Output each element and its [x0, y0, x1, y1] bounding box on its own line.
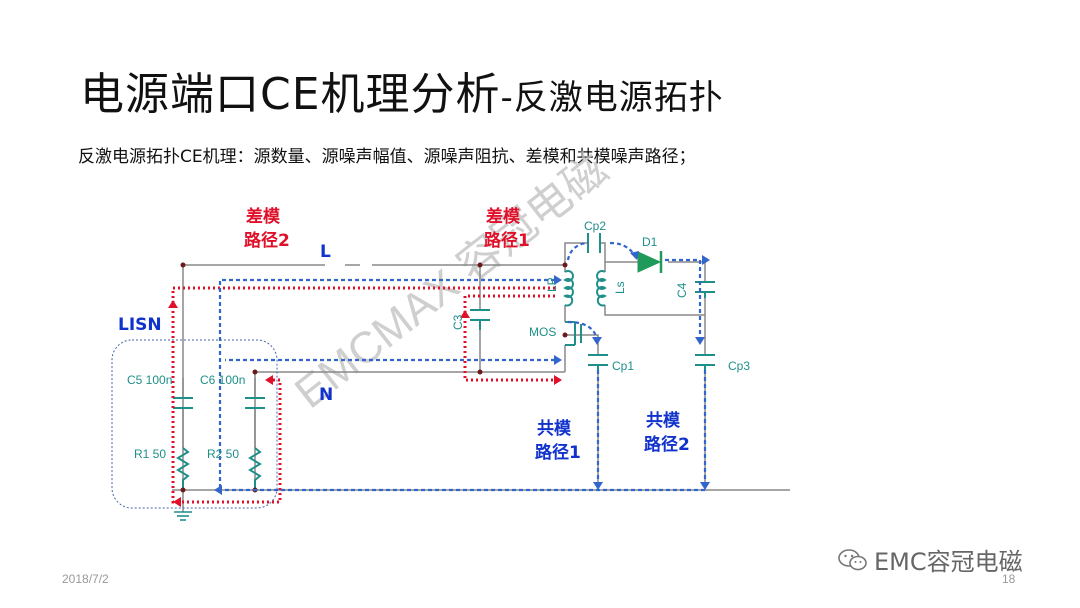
ground-icon: [174, 511, 192, 521]
dm-path2-label-bottom: 路径2: [244, 230, 290, 251]
dm-path1-label-top: 差模: [486, 206, 521, 227]
r2-label: R2 50: [207, 447, 239, 461]
brand-logo: EMC容冠电磁: [838, 542, 1023, 577]
slide-date: 2018/7/2: [62, 572, 109, 586]
d1-label: D1: [642, 235, 658, 249]
lp-label: LP: [545, 277, 559, 292]
dm-path1-label-bottom: 路径1: [484, 230, 530, 251]
page-number: 18: [1002, 572, 1016, 586]
mos-label: MOS: [529, 325, 556, 339]
cm-path1-label-top: 共模: [537, 418, 572, 439]
lisn-label: LISN: [118, 315, 162, 335]
components: [173, 233, 715, 490]
ls-label: Ls: [613, 281, 627, 294]
c3-label: C3: [451, 314, 465, 330]
title-separator: -: [500, 78, 514, 118]
cm-path1-label-bottom: 路径1: [535, 442, 581, 463]
cm-path2-label-top: 共模: [646, 410, 681, 431]
c4-label: C4: [675, 282, 689, 298]
diode-d1: [637, 251, 663, 273]
r1-label: R1 50: [134, 447, 166, 461]
title-sub: 反激电源拓扑: [513, 78, 724, 118]
lisn-box: [111, 339, 278, 509]
cp1-label: Cp1: [612, 359, 634, 373]
line-l-label: L: [320, 242, 331, 262]
dm-paths: [171, 286, 555, 504]
cm-arrows: [214, 251, 710, 495]
junction-dots: [180, 262, 568, 493]
c6-label: C6 100n: [200, 373, 245, 387]
cp3-label: Cp3: [728, 359, 750, 373]
dm-path2-label-top: 差模: [246, 206, 281, 227]
slide-subtitle: 反激电源拓扑CE机理：源数量、源噪声幅值、源噪声阻抗、差模和共模噪声路径；: [78, 147, 696, 167]
cp2-label: Cp2: [584, 219, 606, 233]
c5-label: C5 100n: [127, 373, 172, 387]
cm-path2-label-bottom: 路径2: [644, 434, 690, 455]
title-main: 电源端口CE机理分析: [80, 69, 501, 120]
dm-arrows: [168, 300, 562, 507]
page-title: 电源端口CE机理分析-反激电源拓扑: [80, 58, 724, 122]
wechat-icon: [838, 548, 867, 570]
brand-text: EMC容冠电磁: [874, 548, 1023, 576]
line-n-label: N: [319, 385, 333, 405]
